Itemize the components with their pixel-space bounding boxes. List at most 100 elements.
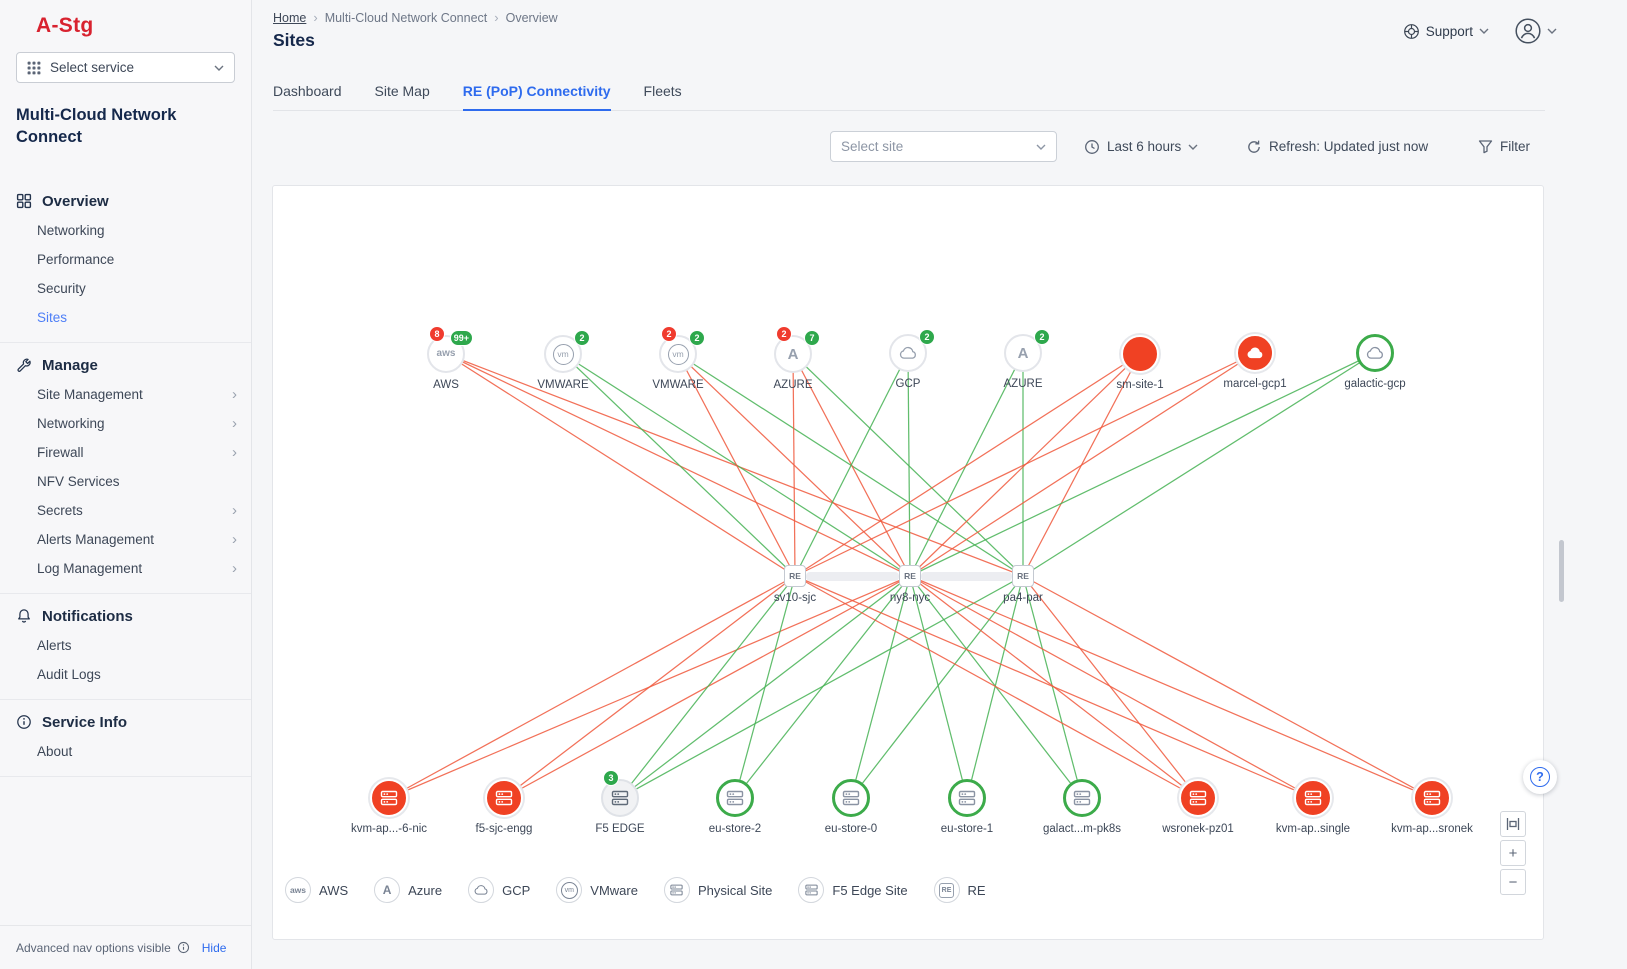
server-icon <box>842 790 860 806</box>
sidebar-section-service-info[interactable]: Service Info <box>0 708 251 737</box>
edge-aws-sv10-sjc-down <box>445 353 796 577</box>
sidebar-item-networking[interactable]: Networking› <box>0 409 251 438</box>
section-label: Manage <box>42 356 98 374</box>
tab-dashboard[interactable]: Dashboard <box>273 83 342 99</box>
account-menu[interactable] <box>1515 18 1557 44</box>
sidebar-item-firewall[interactable]: Firewall› <box>0 438 251 467</box>
sidebar-item-about[interactable]: About <box>0 737 251 766</box>
re-node-box: RE <box>1012 565 1034 587</box>
edge-galact-pk8s-ny8-nyc-up <box>909 575 1083 799</box>
sidebar-item-networking[interactable]: Networking <box>0 216 251 245</box>
sidebar-item-log-management[interactable]: Log Management› <box>0 554 251 583</box>
sidebar-item-audit-logs[interactable]: Audit Logs <box>0 660 251 689</box>
site-label: wsronek-pz01 <box>1162 823 1234 835</box>
edge-sm-site-1-sv10-sjc-down <box>794 353 1141 577</box>
zoom-out-button[interactable]: − <box>1500 869 1526 895</box>
help-button[interactable]: ? <box>1523 760 1557 794</box>
site-circle <box>1294 779 1332 817</box>
item-label: Audit Logs <box>37 666 101 682</box>
scrollbar-thumb[interactable] <box>1559 540 1564 602</box>
zoom-in-button[interactable]: + <box>1500 840 1526 866</box>
cloud-icon <box>474 885 488 895</box>
item-label: Firewall <box>37 444 84 460</box>
sidebar-item-performance[interactable]: Performance <box>0 245 251 274</box>
sidebar-item-secrets[interactable]: Secrets› <box>0 496 251 525</box>
sidebar-item-site-management[interactable]: Site Management› <box>0 380 251 409</box>
topology-edges <box>388 352 1433 799</box>
status-badge-red: 8 <box>429 326 445 342</box>
site-label: pa4-par <box>1003 592 1043 604</box>
legend-label: GCP <box>502 882 531 898</box>
site-circle <box>485 779 523 817</box>
sidebar-section-manage[interactable]: Manage <box>0 351 251 380</box>
site-circle <box>1413 779 1451 817</box>
sidebar-item-security[interactable]: Security <box>0 274 251 303</box>
edge-aws-pa4-par-down <box>445 353 1024 577</box>
chevron-right-icon: › <box>232 530 237 548</box>
legend-label: Physical Site <box>697 882 773 898</box>
breadcrumb-home[interactable]: Home <box>273 10 307 25</box>
server-icon <box>958 790 976 806</box>
toolbar: Select site Last 6 hours Refresh: Update <box>252 131 1627 162</box>
azure-icon: A <box>787 345 799 363</box>
legend-label: AWS <box>319 882 349 898</box>
edge-wsronek-pz01-pa4-par-down <box>1022 575 1199 799</box>
legend-item-gcp: GCP <box>468 877 530 903</box>
hide-link[interactable]: Hide <box>201 940 227 955</box>
time-range-label: Last 6 hours <box>1107 139 1182 154</box>
sidebar-section-overview[interactable]: Overview <box>0 187 251 216</box>
clock-icon <box>1084 139 1100 155</box>
service-select[interactable]: Select service <box>16 52 235 83</box>
site-circle <box>1121 335 1159 373</box>
breadcrumb-separator: › <box>313 10 318 25</box>
tab-site-map[interactable]: Site Map <box>374 83 430 99</box>
product-title: Multi-Cloud Network Connect <box>16 106 177 146</box>
tab-fleets[interactable]: Fleets <box>643 83 682 99</box>
vmware-icon: vm <box>667 343 689 365</box>
refresh-label: Refresh: Updated just now <box>1269 139 1429 154</box>
status-badge-green: 7 <box>804 330 820 346</box>
support-icon <box>1403 23 1420 40</box>
sidebar-item-alerts-management[interactable]: Alerts Management› <box>0 525 251 554</box>
support-menu[interactable]: Support <box>1403 23 1489 40</box>
sidebar-item-sites[interactable]: Sites <box>0 303 251 332</box>
section-label: Notifications <box>42 607 133 625</box>
site-label: VMWARE <box>537 379 589 391</box>
item-label: Alerts <box>37 637 72 653</box>
site-select[interactable]: Select site <box>830 131 1057 162</box>
edge-kvm-single-ny8-nyc-down <box>909 575 1314 799</box>
sidebar-item-nfv-services[interactable]: NFV Services <box>0 467 251 496</box>
chevron-down-icon <box>1036 144 1046 150</box>
chevron-down-icon <box>1547 28 1557 34</box>
legend-item-f5-edge-site: F5 Edge Site <box>798 877 908 903</box>
re-mini-legend-icon: RE <box>933 877 960 903</box>
cloud-icon <box>899 346 916 359</box>
tab-re-pop-connectivity[interactable]: RE (PoP) Connectivity <box>462 83 611 111</box>
edge-kvm-6nic-ny8-nyc-down <box>388 575 911 799</box>
avatar-icon <box>1515 18 1541 44</box>
wrench-icon <box>17 358 31 372</box>
site-label: F5 EDGE <box>595 823 645 835</box>
fit-view-button[interactable] <box>1500 811 1526 837</box>
sidebar-section-notifications[interactable]: Notifications <box>0 602 251 631</box>
server-legend-icon <box>663 877 690 903</box>
refresh-button[interactable]: Refresh: Updated just now <box>1246 131 1428 162</box>
status-badge-red: 2 <box>661 326 677 342</box>
edge-galactic-gcp-pa4-par-up <box>1022 352 1376 577</box>
edge-vmware2-pa4-par-up <box>677 353 1024 577</box>
site-circle: 2 <box>889 329 935 372</box>
server-icon <box>1304 790 1322 806</box>
time-range-select[interactable]: Last 6 hours <box>1084 131 1198 162</box>
zoom-controls: + − <box>1500 811 1526 895</box>
sidebar-item-alerts[interactable]: Alerts <box>0 631 251 660</box>
app-grid-icon <box>27 61 41 75</box>
filter-button[interactable]: Filter <box>1478 131 1530 162</box>
filter-icon <box>1478 139 1493 154</box>
